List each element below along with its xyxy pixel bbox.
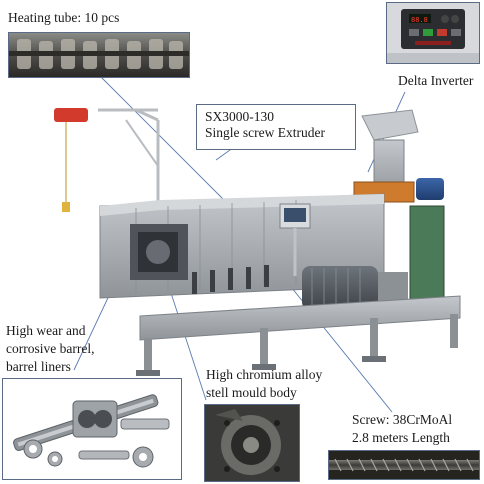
screw-icon — [329, 451, 479, 479]
heating-tube-label: Heating tube: 10 pcs — [8, 10, 120, 25]
hopper — [353, 109, 444, 203]
model-callout: SX3000-130 Single screw Extruder — [196, 104, 356, 150]
delta-inverter-label: Delta Inverter — [398, 73, 474, 88]
barrel-label-line2: corrosive barrel, — [6, 341, 95, 356]
mould-body-photo — [204, 404, 300, 482]
screw-label-line1: Screw: 38CrMoAl — [352, 412, 453, 427]
control-cabinet — [409, 205, 445, 303]
heating-tube-icon — [9, 33, 189, 77]
barrel-label-line3: barrel liners — [6, 359, 71, 374]
base-frame — [136, 295, 461, 376]
heating-tube-photo — [8, 32, 190, 78]
inverter-panel-icon: 88.8 — [387, 3, 479, 63]
barrel-parts-photo — [2, 378, 182, 480]
barrel-parts-icon — [3, 379, 181, 479]
mould-label-line2: stell mould body — [206, 385, 297, 400]
model-number: SX3000-130 — [205, 109, 275, 124]
barrel-label-line1: High wear and — [6, 323, 86, 338]
screw-photo — [328, 450, 480, 480]
model-description: Single screw Extruder — [205, 125, 325, 140]
control-panel — [279, 203, 311, 276]
extruder-machine-illustration — [54, 108, 461, 376]
hoist-frame — [54, 108, 160, 212]
mould-label-line1: High chromium alloy — [206, 367, 323, 382]
inverter-photo: 88.8 — [386, 2, 480, 64]
svg-text:88.8: 88.8 — [411, 16, 428, 24]
mould-body-icon — [205, 405, 299, 481]
hoist-icon — [54, 108, 88, 122]
screw-label-line2: 2.8 meters Length — [352, 430, 450, 445]
feeder-motor-icon — [416, 178, 444, 200]
